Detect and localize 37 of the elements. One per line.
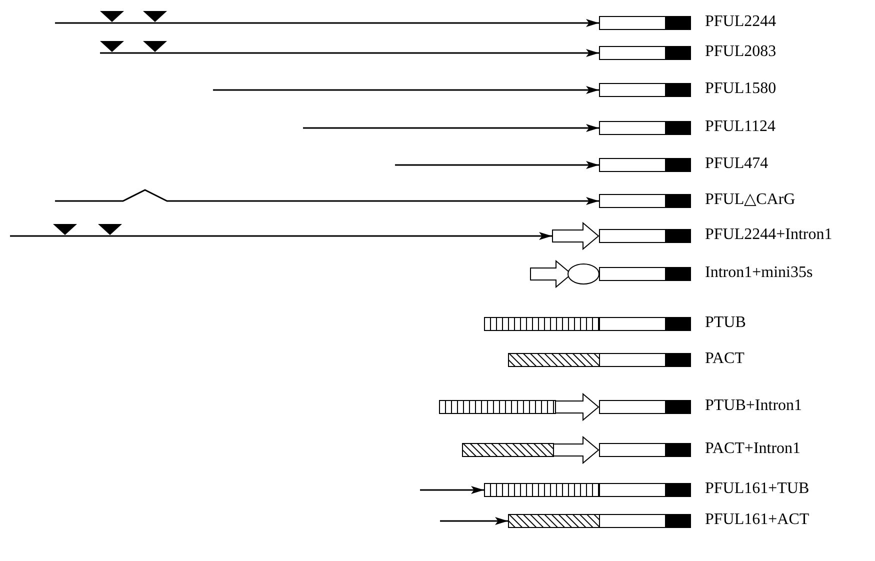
promoter-arrow: [303, 124, 599, 132]
construct-label: PFUL2244: [705, 13, 776, 31]
construct-drawing: [599, 121, 692, 135]
construct-label: PFUL2083: [705, 43, 776, 61]
construct-drawing: [599, 16, 692, 30]
construct-label: PFUL2244+Intron1: [705, 226, 832, 244]
construct-drawing: [599, 83, 692, 97]
construct-drawing: [462, 436, 692, 464]
construct-drawing: [484, 317, 692, 331]
promoter-arrow: [10, 232, 552, 240]
construct-drawing: [439, 393, 692, 421]
construct-label: PFUL△CArG: [705, 191, 796, 209]
construct-drawing: [484, 483, 692, 497]
promoter-arrow: [420, 486, 484, 494]
promoter-arrow: [395, 161, 599, 169]
construct-label: Intron1+mini35s: [705, 264, 813, 282]
promoter-arrow: [440, 517, 508, 525]
construct-drawing: [599, 158, 692, 172]
promoter-arrow: [100, 49, 599, 57]
construct-label: PACT: [705, 350, 744, 368]
construct-drawing: [552, 222, 692, 250]
construct-drawing: [508, 514, 692, 528]
promoter-arrow: [55, 189, 599, 205]
construct-label: PFUL1580: [705, 80, 776, 98]
construct-label: PFUL474: [705, 155, 768, 173]
construct-label: PTUB: [705, 314, 746, 332]
construct-drawing: [599, 46, 692, 60]
promoter-arrow: [55, 19, 599, 27]
construct-label: PFUL161+TUB: [705, 480, 810, 498]
construct-drawing: [508, 353, 692, 367]
construct-label: PFUL1124: [705, 118, 776, 136]
construct-label: PTUB+Intron1: [705, 397, 802, 415]
construct-label: PFUL161+ACT: [705, 511, 810, 529]
construct-drawing: [599, 194, 692, 208]
promoter-arrow: [213, 86, 599, 94]
construct-drawing: [530, 260, 692, 288]
construct-label: PACT+Intron1: [705, 440, 801, 458]
